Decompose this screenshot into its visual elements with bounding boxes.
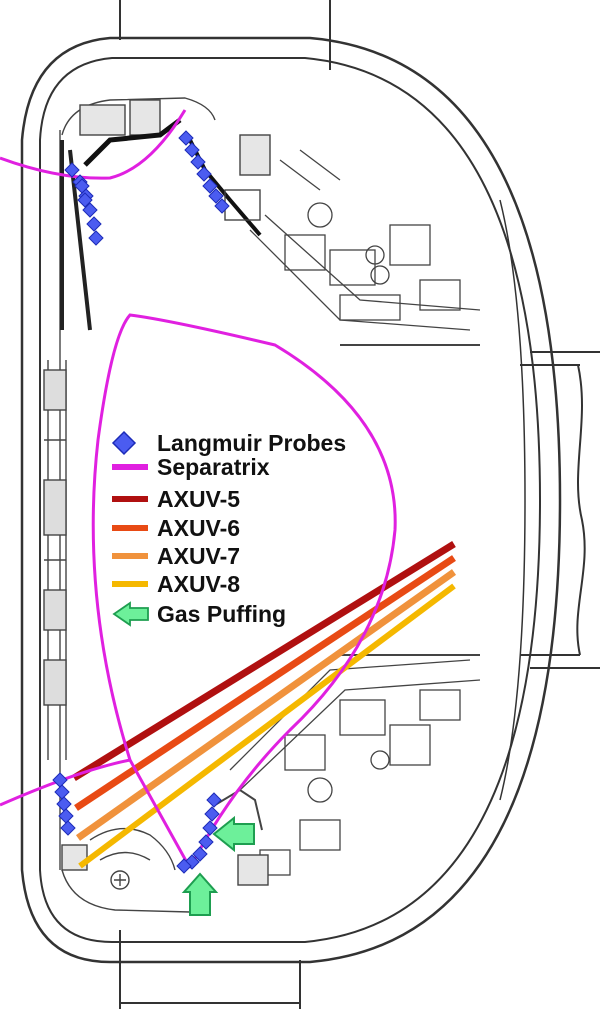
gas-puff-arrow-up-icon <box>181 872 219 916</box>
legend-label: AXUV-7 <box>157 543 240 569</box>
gas-puffing-arrows <box>181 815 255 916</box>
langmuir-probe-marker <box>178 130 194 146</box>
vessel-inner-wall <box>39 57 542 943</box>
langmuir-probe-marker <box>52 772 68 788</box>
langmuir-probe-marker <box>77 192 93 208</box>
axuv-8-chord <box>78 583 456 869</box>
legend-item-gas-puffing: Gas Puffing <box>112 601 286 627</box>
legend-label: AXUV-8 <box>157 571 240 597</box>
langmuir-probe-marker <box>60 820 76 836</box>
langmuir-probe-marker <box>176 858 192 874</box>
langmuir-probe-marker <box>202 178 218 194</box>
separatrix-lower-leg <box>0 758 131 807</box>
legend-label: AXUV-5 <box>157 486 240 512</box>
legend-label: Langmuir Probes <box>157 430 346 456</box>
langmuir-probe-marker <box>206 792 222 808</box>
probe-array-lower-outboard <box>176 792 222 874</box>
legend-label: Gas Puffing <box>157 601 286 627</box>
axuv-chords <box>72 541 457 869</box>
legend: Langmuir Probes Separatrix AXUV-5 AXUV-6… <box>111 430 346 627</box>
langmuir-probe-marker <box>64 162 80 178</box>
langmuir-probe-marker <box>214 198 230 214</box>
lower-divertor-structure <box>61 788 269 913</box>
axuv-5-chord <box>72 541 456 781</box>
separatrix-core <box>91 313 397 869</box>
vertical-port <box>119 0 331 1009</box>
langmuir-probe-marker <box>202 820 218 836</box>
legend-label: Separatrix <box>157 454 270 480</box>
langmuir-probes <box>52 130 230 874</box>
langmuir-probe-marker <box>204 806 220 822</box>
separatrix <box>0 109 397 869</box>
legend-item-separatrix: Separatrix <box>112 454 270 480</box>
probe-array-lower-inboard <box>52 772 76 836</box>
langmuir-probe-marker <box>82 202 98 218</box>
gas-puff-arrow-left-icon <box>212 815 255 853</box>
legend-item-axuv-5: AXUV-5 <box>112 486 240 512</box>
langmuir-probe-marker <box>208 188 224 204</box>
langmuir-probe-marker <box>74 178 90 194</box>
langmuir-probe-marker <box>198 834 214 850</box>
vessel-outer-wall <box>20 36 562 964</box>
langmuir-probe-marker <box>190 154 206 170</box>
inboard-wall-structure <box>43 130 92 870</box>
lower-port-structure <box>229 654 481 876</box>
axuv-7-chord <box>75 569 457 841</box>
legend-item-axuv-6: AXUV-6 <box>112 515 240 541</box>
langmuir-probe-marker <box>192 846 208 862</box>
langmuir-probe-marker <box>56 796 72 812</box>
langmuir-probe-marker <box>184 142 200 158</box>
separatrix-upper-leg <box>0 109 187 180</box>
legend-item-axuv-7: AXUV-7 <box>112 543 240 569</box>
vacuum-vessel <box>20 36 562 964</box>
arrow-left-icon <box>112 601 149 627</box>
langmuir-probe-marker <box>86 216 102 232</box>
legend-item-langmuir-probes: Langmuir Probes <box>111 430 346 456</box>
langmuir-probe-marker <box>196 166 212 182</box>
legend-item-axuv-8: AXUV-8 <box>112 571 240 597</box>
langmuir-probe-marker <box>58 808 74 824</box>
upper-port-structure <box>249 149 481 346</box>
langmuir-probe-marker <box>88 230 104 246</box>
axuv-6-chord <box>74 555 456 811</box>
langmuir-probe-marker <box>54 784 70 800</box>
probe-array-upper-outboard <box>178 130 230 214</box>
legend-label: AXUV-6 <box>157 515 240 541</box>
probe-array-upper-inboard <box>64 162 104 246</box>
diamond-icon <box>111 430 137 456</box>
